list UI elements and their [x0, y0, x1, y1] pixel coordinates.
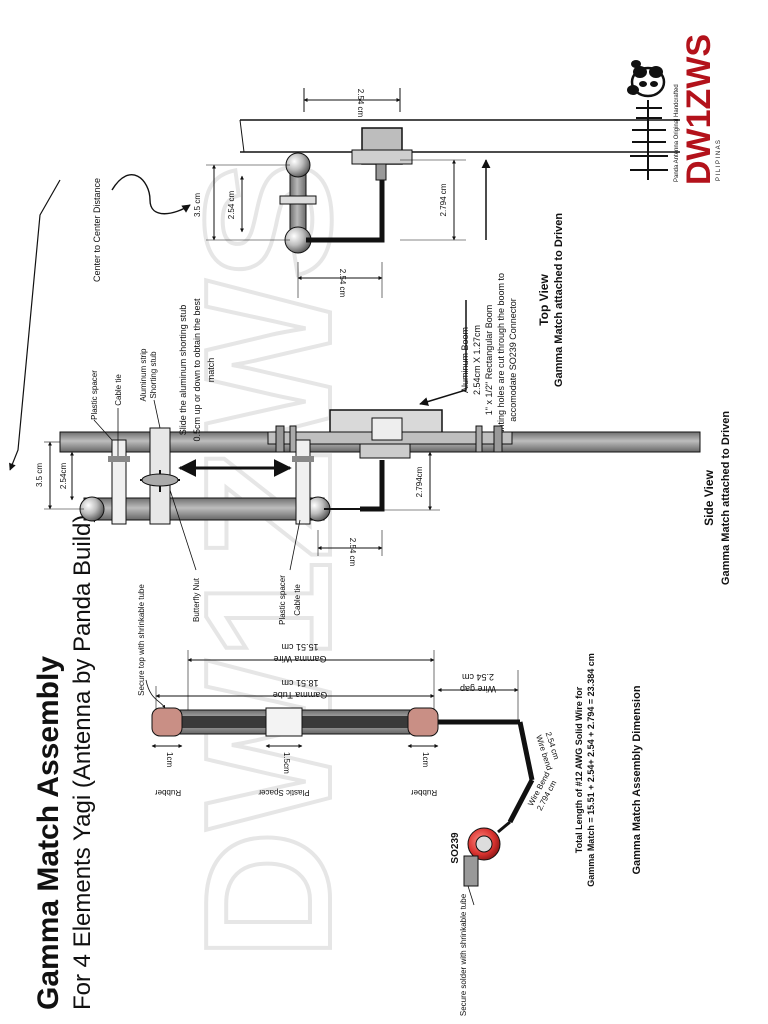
top-view: 2.54 cm 3.5 cm 2.54 cm 2.54 cm 2.794 cm …	[193, 88, 680, 447]
top-dim-254-side: 2.54 cm	[227, 190, 236, 219]
side-view-title: Side View	[702, 469, 716, 525]
logo: DW1ZWS P I L I P I N A S Panda Antenna O…	[627, 34, 722, 185]
top-dim-254-top: 2.54 cm	[356, 89, 365, 118]
boom-note-4: Mounting holes are cut through the boom …	[496, 273, 506, 447]
gamma-tube-label: Gamma Tube	[273, 690, 328, 700]
boom-note-5: accomodate SO239 Connector	[508, 298, 518, 422]
assembly-section-title: Gamma Match Assembly Dimension	[631, 685, 643, 874]
plastic-spacer-part	[265, 707, 303, 737]
page-title: Gamma Match Assembly	[32, 656, 65, 1010]
panda-icon	[627, 60, 666, 98]
boom-note-2: 2.54cm X 1.27cm	[472, 325, 482, 395]
rubber-right	[407, 707, 439, 737]
gamma-wire-label: Gamma Wire	[273, 654, 326, 664]
gamma-wire-value: 15.51 cm	[281, 642, 318, 652]
boom-note-1: Aluminum Boom	[460, 327, 470, 393]
watermark: DW1ZWS	[166, 158, 371, 962]
page-subtitle: For 4 Elements Yagi (Antenna by Panda Bu…	[69, 515, 96, 1010]
plastic-spacer-top: Plastic spacer	[90, 370, 99, 420]
spacer-left	[111, 439, 127, 525]
plastic-spacer-bottom: Plastic spacer	[278, 575, 287, 625]
logo-tagline: Panda Antenna Original Handcrafted	[674, 84, 680, 182]
logo-callsign: DW1ZWS	[680, 34, 718, 185]
side-dim-35: 3.5 cm	[35, 463, 44, 487]
plastic-spacer-dim: 1.5cm	[282, 752, 291, 774]
watermark-text: DW1ZWS	[168, 160, 369, 960]
side-dim-254b: 2.54 cm	[348, 538, 357, 567]
boom-note-3: 1" x 1/2" Rectangular Boom	[484, 305, 494, 415]
top-dim-254-bottom: 2.54 cm	[338, 269, 347, 298]
total-length-line1: Total Length of #12 AWG Solid Wire for	[574, 686, 584, 853]
side-dim-2794: 2.794cm	[415, 466, 424, 497]
logo-country: P I L I P I N A S	[716, 140, 722, 181]
rubber-right-dim: 1cm	[421, 752, 430, 767]
slide-note-3: match	[206, 358, 216, 383]
top-dim-2794: 2.794 cm	[439, 183, 448, 216]
side-view: 3.5 cm 2.54cm 2.794cm 2.54 cm Plastic sp…	[35, 298, 732, 625]
shorting-stub-label: Shorting stub	[149, 351, 158, 399]
rubber-left-label: Rubber	[155, 788, 182, 797]
cable-tie-bottom: Cable tie	[293, 584, 302, 616]
so239-connector	[463, 827, 501, 887]
assembly-dimension: Gamma Wire 15.51 cm Gamma Tube 18.51 cm …	[137, 584, 643, 1017]
side-dim-254a: 2.54cm	[59, 463, 68, 490]
butterfly-nut-label: Butterfly Nut	[192, 577, 201, 622]
boom-note: Aluminum Boom 2.54cm X 1.27cm 1" x 1/2" …	[460, 273, 518, 447]
slide-note-2: 0.5cm up or down to obtain the best	[192, 298, 202, 442]
side-view-subtitle: Gamma Match attached to Driven	[720, 411, 732, 585]
wire-gap-label: Wire gap	[460, 684, 496, 694]
top-view-title: Top View	[537, 274, 551, 326]
yagi-icon	[630, 100, 668, 180]
top-dim-35: 3.5 cm	[193, 193, 202, 217]
wire-gap-value: 2.54 cm	[462, 672, 494, 682]
so239-label: SO239	[450, 832, 461, 864]
plastic-spacer-label: Plastic Spacer	[258, 788, 309, 797]
secure-solder-label: Secure solder with shrinkable tube	[459, 893, 468, 1016]
rubber-left	[151, 707, 183, 737]
gamma-tube-value: 18.51 cm	[281, 678, 318, 688]
rubber-right-label: Rubber	[411, 788, 438, 797]
center-distance-label: Center to Center Distance	[92, 178, 102, 282]
title-block: Gamma Match Assembly For 4 Elements Yagi…	[32, 515, 96, 1010]
spacer-right	[295, 439, 311, 525]
cable-tie-top: Cable tie	[114, 374, 123, 406]
rubber-left-dim: 1cm	[165, 752, 174, 767]
center-distance-callout: Center to Center Distance	[9, 174, 191, 471]
top-view-subtitle: Gamma Match attached to Driven	[553, 213, 565, 387]
slide-note-1: Slide the aluminum shorting stub	[178, 305, 188, 436]
secure-top-label: Secure top with shrinkable tube	[137, 584, 146, 696]
aluminum-strip-label: Aluminum strip	[139, 348, 148, 401]
total-length-line2: Gamma Match = 15.51 + 2.54+ 2.54 + 2.794…	[586, 653, 596, 886]
